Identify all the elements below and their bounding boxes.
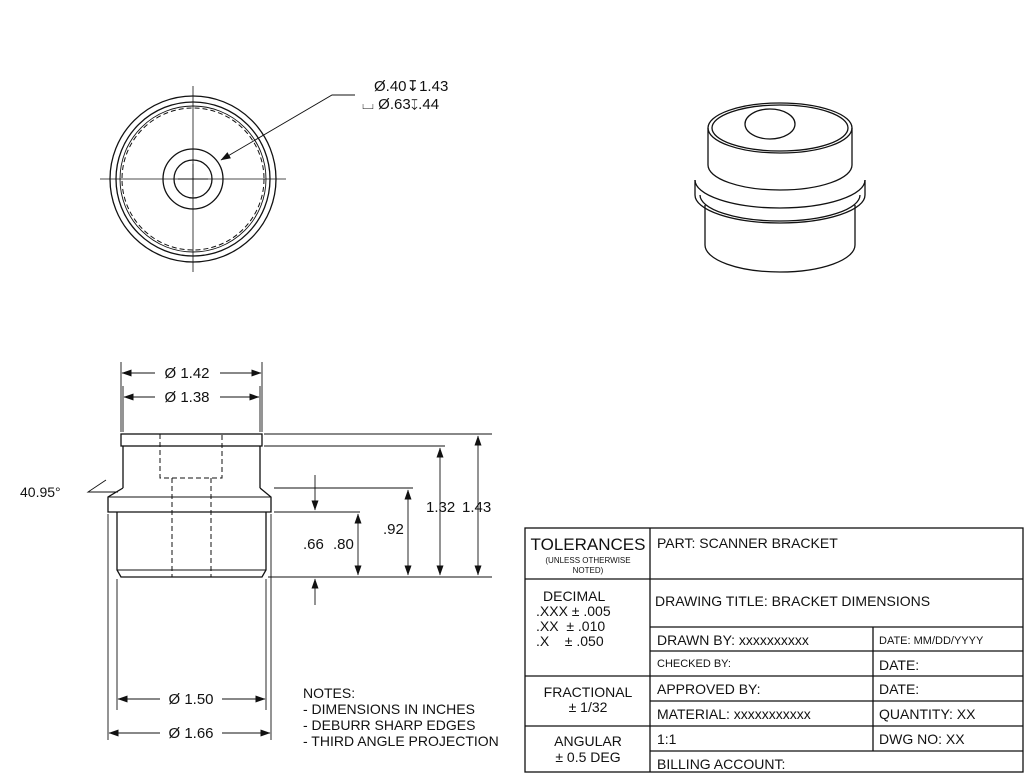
dim-dia-166: Ø 1.66 bbox=[168, 725, 213, 742]
lower-body bbox=[116, 512, 267, 578]
decimal-x: .X ± .050 bbox=[536, 633, 604, 649]
drawn-by: DRAWN BY: xxxxxxxxxx bbox=[657, 632, 809, 648]
checked-date: DATE: bbox=[879, 657, 919, 673]
outer-flange-circle bbox=[109, 95, 277, 263]
hidden-edge-circle bbox=[121, 107, 265, 251]
angle-label: 40.95° bbox=[20, 484, 61, 500]
iso-bore-opening bbox=[744, 108, 796, 140]
note-item: - DEBURR SHARP EDGES bbox=[303, 717, 475, 733]
date-format: DATE: MM/DD/YYYY bbox=[879, 635, 984, 647]
dim-dia-142: Ø 1.42 bbox=[164, 365, 209, 382]
checked-by: CHECKED BY: bbox=[657, 658, 731, 670]
title-block: TOLERANCES (UNLESS OTHERWISE NOTED) DECI… bbox=[524, 527, 1024, 773]
iso-upper-body bbox=[707, 128, 853, 191]
iso-top-face bbox=[707, 102, 853, 154]
notes-title: NOTES: bbox=[303, 685, 355, 701]
decimal-xxx: .XXX ± .005 bbox=[536, 603, 611, 619]
note-item: - THIRD ANGLE PROJECTION bbox=[303, 733, 499, 749]
angle-symbol bbox=[86, 479, 118, 493]
isometric-view bbox=[694, 102, 866, 273]
chamfer-circle bbox=[119, 105, 267, 253]
drawing-title: DRAWING TITLE: BRACKET DIMENSIONS bbox=[655, 593, 930, 609]
iso-flange bbox=[694, 180, 866, 224]
flange bbox=[107, 487, 272, 513]
iso-flange-chamfer bbox=[699, 194, 861, 222]
hole-callout-line2: ⌴ Ø.63↧.44 bbox=[362, 96, 439, 113]
dim-132: 1.32 bbox=[426, 499, 455, 516]
notes: NOTES: - DIMENSIONS IN INCHES - DEBURR S… bbox=[303, 685, 499, 749]
decimal-xx: .XX ± .010 bbox=[536, 618, 605, 634]
iso-lower-body bbox=[704, 205, 856, 273]
top-view: Ø.40↧1.43 ⌴ Ø.63↧.44 bbox=[100, 78, 448, 272]
approved-date: DATE: bbox=[879, 681, 919, 697]
billing-account: BILLING ACCOUNT: bbox=[657, 756, 785, 772]
tolerances-heading: TOLERANCES bbox=[531, 535, 646, 554]
front-view: Ø 1.42 Ø 1.38 40.95° .66 .80 .92 1.32 1.… bbox=[20, 362, 492, 742]
material: MATERIAL: xxxxxxxxxxx bbox=[657, 706, 811, 722]
dim-066: .66 bbox=[303, 536, 324, 553]
fractional-label: FRACTIONAL bbox=[544, 684, 633, 700]
part-name: PART: SCANNER BRACKET bbox=[657, 535, 838, 551]
bore-circle bbox=[173, 159, 213, 199]
unless-noted-line1: (UNLESS OTHERWISE bbox=[545, 556, 630, 565]
dim-080: .80 bbox=[333, 536, 354, 553]
angular-tolerance: ± 0.5 DEG bbox=[555, 749, 620, 765]
title-block-frame bbox=[524, 527, 1024, 773]
hole-callout-leader bbox=[220, 94, 355, 161]
hidden-counterbore bbox=[159, 434, 223, 479]
unless-noted-line2: NOTED) bbox=[573, 566, 604, 575]
scale: 1:1 bbox=[657, 731, 677, 747]
outer-body-circle bbox=[115, 101, 271, 257]
top-lip bbox=[120, 433, 263, 447]
approved-by: APPROVED BY: bbox=[657, 681, 760, 697]
iso-flange-top bbox=[694, 179, 866, 209]
dim-092: .92 bbox=[383, 521, 404, 538]
angular-label: ANGULAR bbox=[554, 733, 622, 749]
dim-dia-150: Ø 1.50 bbox=[168, 691, 213, 708]
hole-callout-line1: Ø.40↧1.43 bbox=[374, 78, 448, 95]
drawing-number: DWG NO: XX bbox=[879, 731, 965, 747]
note-item: - DIMENSIONS IN INCHES bbox=[303, 701, 475, 717]
quantity: QUANTITY: XX bbox=[879, 706, 976, 722]
counterbore-circle bbox=[162, 148, 224, 210]
dim-143: 1.43 bbox=[462, 499, 491, 516]
iso-top-face-rim bbox=[711, 104, 849, 152]
decimal-label: DECIMAL bbox=[543, 588, 605, 604]
dim-dia-138: Ø 1.38 bbox=[164, 389, 209, 406]
fractional-tolerance: ± 1/32 bbox=[569, 699, 608, 715]
